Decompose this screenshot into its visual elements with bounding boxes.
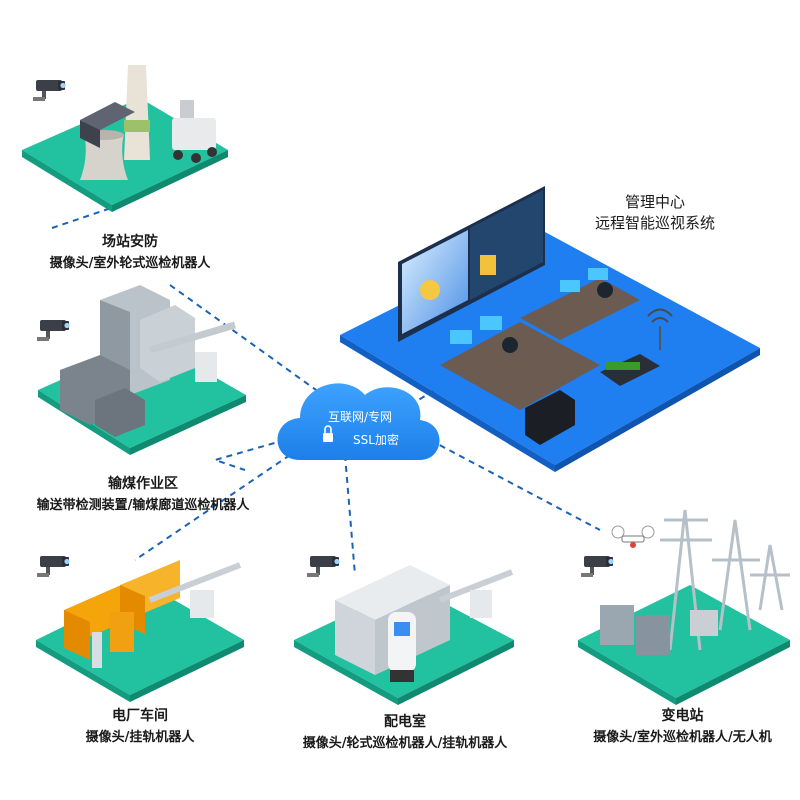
node-caption-power-plant: 电厂车间 摄像头/挂轨机器人 [60, 706, 220, 748]
center-subtitle: 远程智能巡视系统 [594, 214, 715, 232]
camera-icon [37, 556, 70, 577]
coal-area-scene [37, 285, 246, 455]
node-title: 场站安防 [102, 234, 158, 250]
link-cloud-left [211, 439, 286, 471]
node-subtitle: 摄像头/挂轨机器人 [85, 730, 195, 745]
center-caption: 管理中心 远程智能巡视系统 [575, 192, 735, 234]
wifi-icon [651, 317, 669, 323]
node-caption-station: 场站安防 摄像头/室外轮式巡检机器人 [20, 232, 240, 274]
node-subtitle: 输送带检测装置/输煤廊道巡检机器人 [36, 498, 250, 513]
management-center-scene [340, 186, 760, 472]
node-title: 电厂车间 [112, 708, 168, 724]
node-subtitle: 摄像头/轮式巡检机器人/挂轨机器人 [302, 736, 508, 751]
node-subtitle: 摄像头/室外巡检机器人/无人机 [593, 730, 772, 745]
station-security-scene [22, 65, 228, 212]
camera-icon [581, 556, 614, 577]
node-caption-distribution: 配电室 摄像头/轮式巡检机器人/挂轨机器人 [280, 712, 530, 754]
node-title: 输煤作业区 [108, 476, 178, 492]
cloud [277, 383, 440, 460]
node-caption-substation: 变电站 摄像头/室外巡检机器人/无人机 [565, 706, 800, 748]
camera-icon [37, 320, 70, 341]
camera-icon [33, 80, 66, 101]
node-title: 变电站 [661, 708, 704, 724]
node-caption-coal: 输煤作业区 输送带检测装置/输煤廊道巡检机器人 [8, 474, 278, 516]
node-subtitle: 摄像头/室外轮式巡检机器人 [49, 256, 211, 271]
camera-icon [307, 556, 340, 577]
substation-scene [578, 509, 790, 705]
link-power-plant [134, 454, 291, 561]
cloud-label-network: 互联网/专网 [327, 410, 393, 424]
lock-icon [323, 433, 333, 442]
drone-icon [611, 525, 655, 548]
distribution-room-scene [294, 556, 514, 705]
node-title: 配电室 [384, 714, 426, 730]
cloud-label-encryption: SSL加密 [353, 433, 399, 447]
link-distribution [344, 454, 356, 576]
center-title: 管理中心 [624, 193, 685, 211]
power-plant-scene [36, 556, 244, 702]
